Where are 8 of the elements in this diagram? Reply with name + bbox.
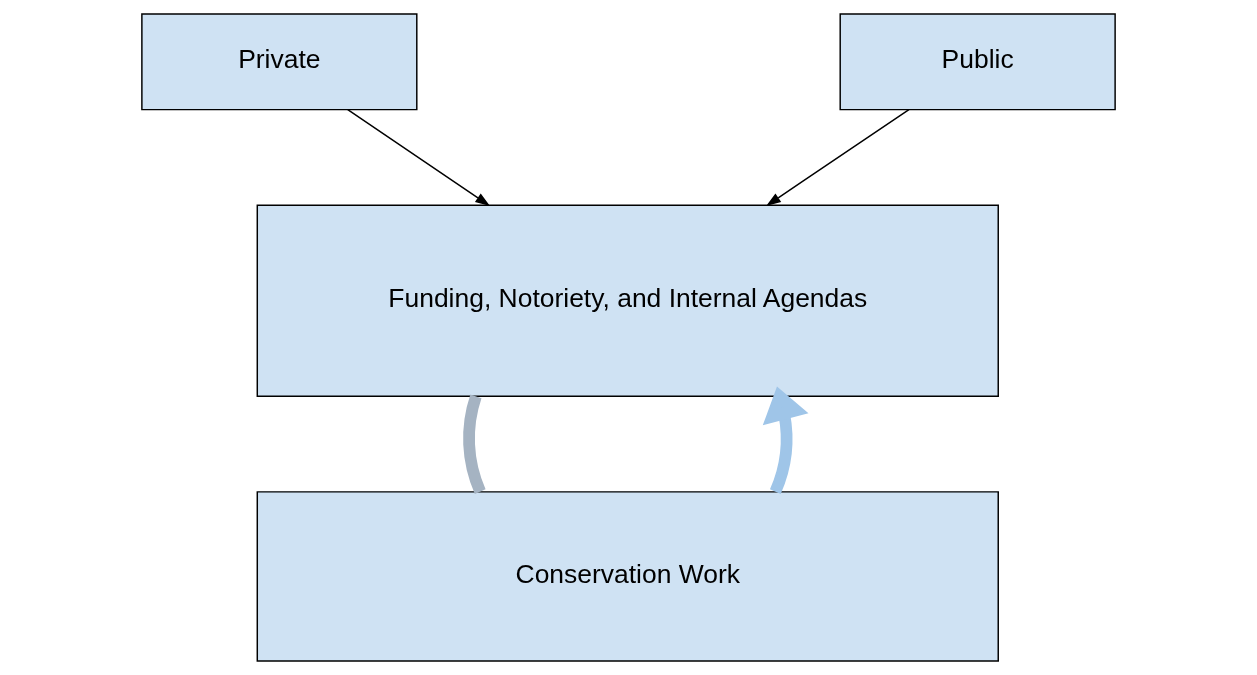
arrow bbox=[766, 108, 910, 206]
node-box: Public bbox=[839, 13, 1116, 111]
arrow bbox=[762, 386, 809, 494]
node-box: Funding, Notoriety, and Internal Agendas bbox=[256, 204, 999, 398]
node-box: Private bbox=[141, 13, 418, 111]
connector bbox=[463, 394, 486, 494]
arrow bbox=[347, 108, 490, 206]
node-box: Conservation Work bbox=[256, 491, 999, 662]
